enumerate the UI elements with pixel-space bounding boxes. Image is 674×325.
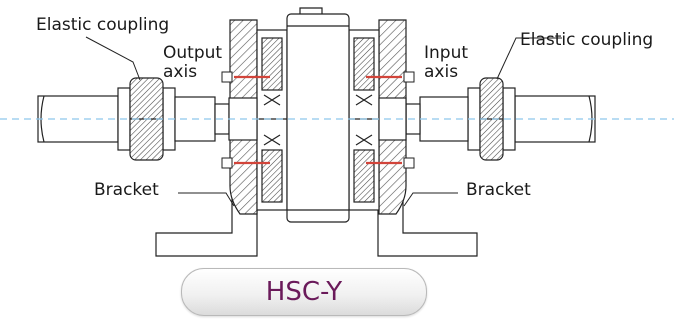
left-bracket-label: Bracket bbox=[94, 180, 159, 200]
right-coupling-label: Elastic coupling bbox=[520, 30, 654, 50]
right-bracket-label: Bracket bbox=[466, 180, 531, 200]
left-coupling-label: Elastic coupling bbox=[36, 15, 170, 35]
bolt-head bbox=[403, 71, 415, 83]
bolts bbox=[234, 75, 402, 165]
bolt-head bbox=[221, 157, 233, 169]
clutch-body bbox=[286, 7, 350, 223]
leader-lines bbox=[85, 36, 562, 207]
bolt-head bbox=[403, 157, 415, 169]
model-name: HSC-Y bbox=[265, 277, 343, 307]
model-badge: HSC-Y bbox=[181, 268, 427, 316]
input-axis-label: Input axis bbox=[424, 43, 469, 82]
bolt-head bbox=[221, 71, 233, 83]
output-axis-label: Output axis bbox=[163, 43, 223, 82]
